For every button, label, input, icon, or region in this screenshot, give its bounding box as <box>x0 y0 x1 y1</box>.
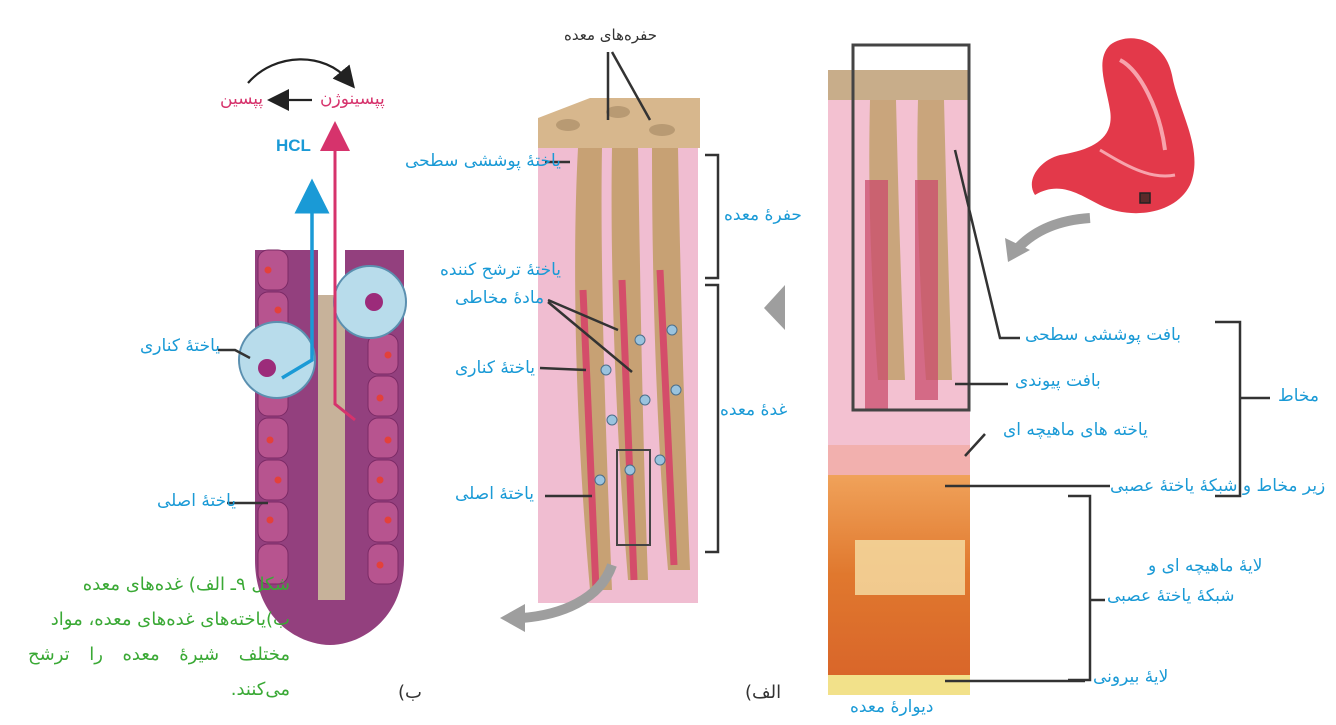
label-gastric-gland: غدهٔ معده <box>720 402 787 419</box>
conversion-curved-arrow <box>248 59 348 83</box>
zoom-arrow-middle <box>764 285 785 330</box>
label-parietal-cell-middle: یاختهٔ کناری <box>455 360 535 377</box>
label-muscle-cells: یاخته های ماهیچه ای <box>1003 422 1148 439</box>
label-gastric-pits: حفره‌های معده <box>564 28 657 43</box>
caption-line-1: شکل ۹ـ الف) غده‌های معده <box>28 567 290 602</box>
label-connective-tissue: بافت پیوندی <box>1015 373 1101 390</box>
label-surface-cell: یاختهٔ پوششی سطحی <box>405 153 561 170</box>
label-parietal-cell-left: یاختهٔ کناری <box>140 338 220 355</box>
label-submucosa: زیر مخاط و شبکهٔ یاختهٔ عصبی <box>1110 478 1325 495</box>
wall-block <box>828 70 970 695</box>
label-muscle-layer-2: شبکهٔ یاختهٔ عصبی <box>1107 588 1235 605</box>
figure-caption: شکل ۹ـ الف) غده‌های معده ب)یاخته‌های غده… <box>28 567 290 707</box>
label-muscle-layer-1: لایهٔ ماهیچه ای و <box>1148 558 1262 575</box>
label-gastric-pit: حفرهٔ معده <box>724 207 802 224</box>
label-hcl: HCL <box>276 137 311 154</box>
panel-tag-alef: الف) <box>745 684 781 702</box>
label-mucus-cell-2: مادهٔ مخاطی <box>455 290 544 307</box>
label-chief-cell-middle: یاختهٔ اصلی <box>455 486 534 503</box>
gastric-gland-block <box>538 98 700 603</box>
label-outer-layer: لایهٔ بیرونی <box>1093 669 1168 686</box>
label-chief-cell-left: یاختهٔ اصلی <box>157 493 236 510</box>
label-mucosa: مخاط <box>1278 388 1319 405</box>
panel-tag-be: ب) <box>398 684 422 702</box>
label-pepsin: پپسین <box>220 91 263 108</box>
label-stomach-wall: دیوارهٔ معده <box>850 699 933 716</box>
stomach-illustration <box>1032 38 1195 213</box>
label-pepsinogen: پپسینوژن <box>320 91 385 108</box>
caption-line-3: مختلف شیرهٔ معده را ترشح می‌کنند. <box>28 637 290 707</box>
label-surface-tissue: بافت پوششی سطحی <box>1025 327 1181 344</box>
label-mucus-cell-1: یاختهٔ ترشح کننده <box>440 262 561 279</box>
caption-line-2: ب)یاخته‌های غده‌های معده، مواد <box>28 602 290 637</box>
zoom-arrow-right <box>1018 218 1090 248</box>
